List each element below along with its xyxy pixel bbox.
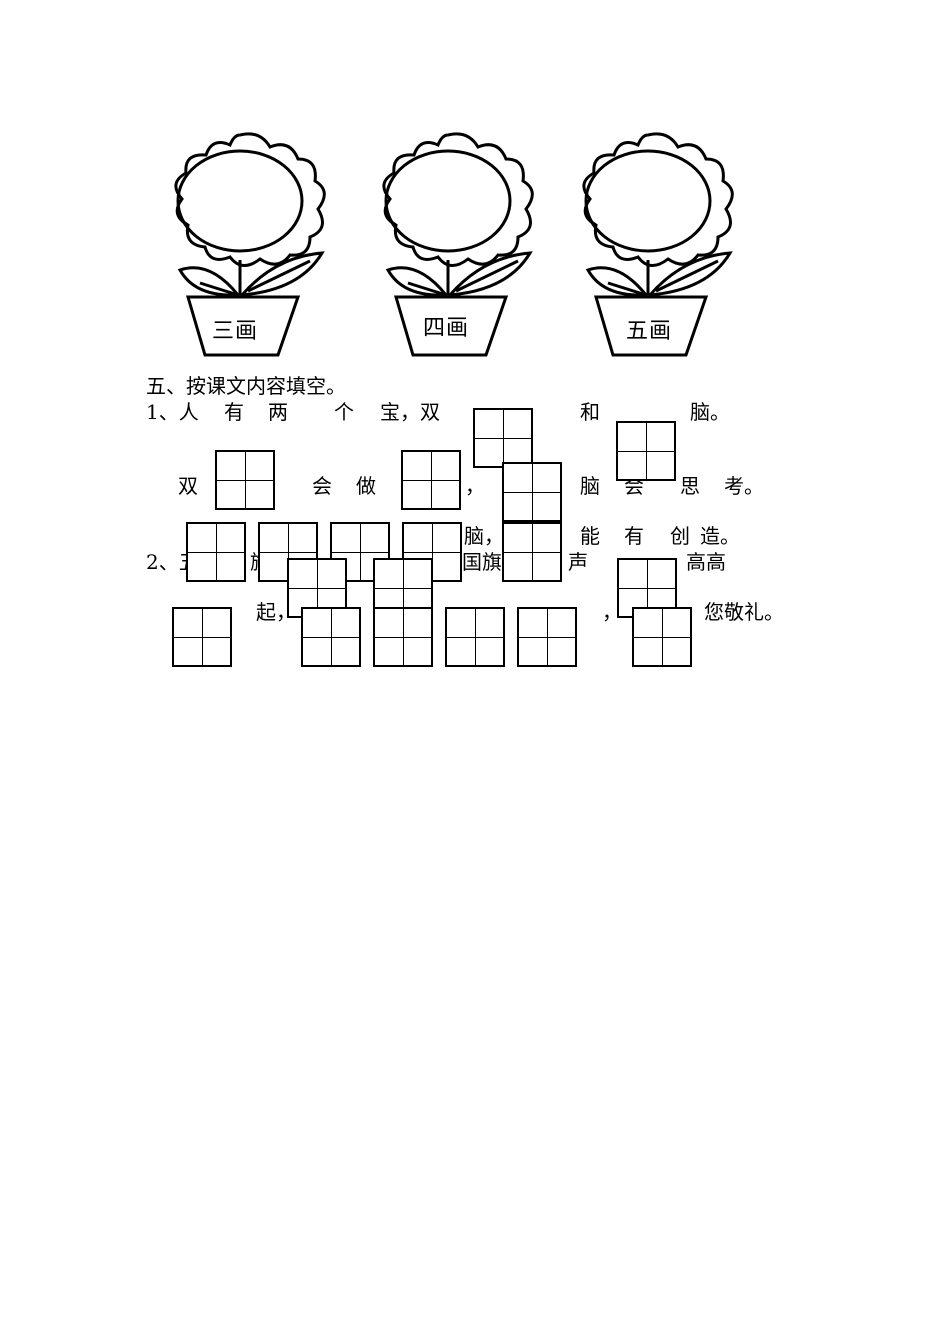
answer-box[interactable] bbox=[445, 607, 505, 667]
flower-pot-3 bbox=[558, 125, 738, 360]
section-heading: 五、按课文内容填空。 bbox=[146, 374, 346, 398]
q1-line3-word: 有 bbox=[624, 524, 644, 548]
q1-line3-word: 能 bbox=[580, 524, 600, 548]
q2-line1-word: 国旗 bbox=[462, 550, 502, 574]
q2-line1-word: 声 bbox=[568, 550, 588, 574]
q1-line2-word: 考。 bbox=[724, 474, 764, 498]
answer-box[interactable] bbox=[616, 421, 676, 481]
q1-line1-word: 和 bbox=[580, 400, 600, 424]
q1-line1-word: 1、人 bbox=[146, 400, 199, 424]
q2-line1-word: 高高 bbox=[686, 550, 726, 574]
answer-box[interactable] bbox=[401, 450, 461, 510]
q1-line2-word: 思 bbox=[680, 474, 700, 498]
q1-line2-word: 做 bbox=[356, 474, 376, 498]
q1-line1-word: 个 bbox=[334, 400, 354, 424]
answer-box[interactable] bbox=[473, 408, 533, 468]
q1-line1-word: 脑。 bbox=[690, 400, 730, 424]
flower-label-1: 三画 bbox=[212, 319, 259, 344]
answer-box[interactable] bbox=[517, 607, 577, 667]
flower-drawing bbox=[582, 132, 734, 357]
answer-box[interactable] bbox=[502, 522, 562, 582]
flower-drawing bbox=[382, 132, 534, 357]
answer-box[interactable] bbox=[172, 607, 232, 667]
flower-drawing bbox=[174, 132, 326, 357]
flower-label-2: 四画 bbox=[423, 316, 470, 341]
q1-line1-word: 两 bbox=[268, 400, 288, 424]
answer-box[interactable] bbox=[186, 522, 246, 582]
answer-box[interactable] bbox=[502, 462, 562, 522]
q1-line3-word: 脑， bbox=[464, 524, 504, 548]
q1-line3-word: 创 bbox=[670, 524, 690, 548]
flower-label-3: 五画 bbox=[626, 319, 673, 344]
answer-box[interactable] bbox=[215, 450, 275, 510]
q1-line3-word: 造。 bbox=[700, 524, 740, 548]
q1-line2-word: 会 bbox=[312, 474, 332, 498]
answer-box[interactable] bbox=[301, 607, 361, 667]
q1-line1-word: 宝，双 bbox=[380, 400, 440, 424]
q2-line2-word: 您敬礼。 bbox=[704, 600, 784, 624]
q1-line2-word: 脑 bbox=[580, 474, 600, 498]
q1-line2-word: ， bbox=[465, 474, 485, 498]
q1-line2-word: 双 bbox=[178, 474, 198, 498]
flower-pot-2 bbox=[358, 125, 538, 360]
flower-pot-1 bbox=[150, 125, 330, 360]
answer-box[interactable] bbox=[632, 607, 692, 667]
answer-box[interactable] bbox=[373, 607, 433, 667]
q1-line1-word: 有 bbox=[224, 400, 244, 424]
